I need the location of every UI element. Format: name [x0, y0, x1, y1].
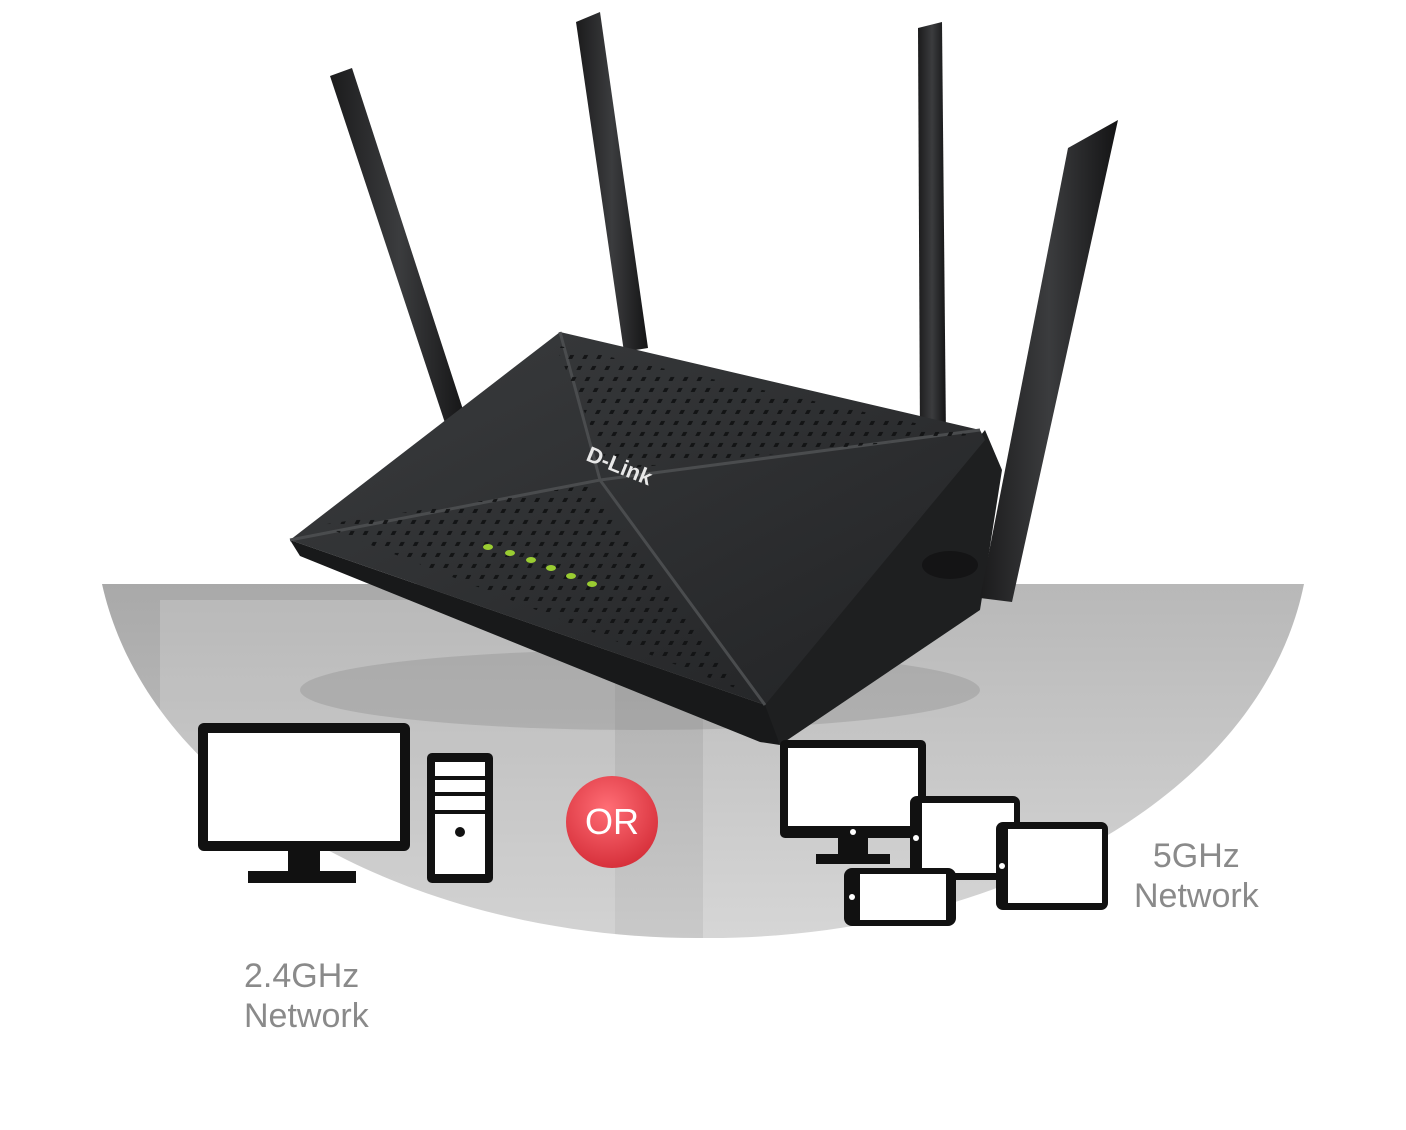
band-24ghz-label-line1: 2.4GHz	[244, 957, 360, 995]
antenna-back-center	[576, 12, 648, 352]
monitor-icon	[780, 740, 926, 864]
pc-tower-icon	[427, 753, 493, 883]
antenna-back-left	[330, 68, 468, 432]
or-label: OR	[585, 801, 639, 842]
band-24ghz-label: 2.4GHz Network	[244, 956, 369, 1036]
antenna-front-right	[980, 120, 1118, 602]
band-5ghz-label: 5GHz Network	[1134, 836, 1259, 916]
tablet-icon	[996, 822, 1108, 910]
band-5ghz-label-line2: Network	[1134, 877, 1259, 915]
desktop-monitor-icon	[198, 723, 410, 883]
band-24ghz-label-line2: Network	[244, 997, 369, 1035]
or-badge	[566, 776, 658, 868]
antenna-back-right	[918, 22, 946, 440]
router-body: D-Link	[289, 331, 1002, 745]
status-leds	[483, 544, 597, 587]
smartphone-icon	[844, 868, 956, 926]
band-5ghz-label-line1: 5GHz	[1152, 837, 1240, 875]
